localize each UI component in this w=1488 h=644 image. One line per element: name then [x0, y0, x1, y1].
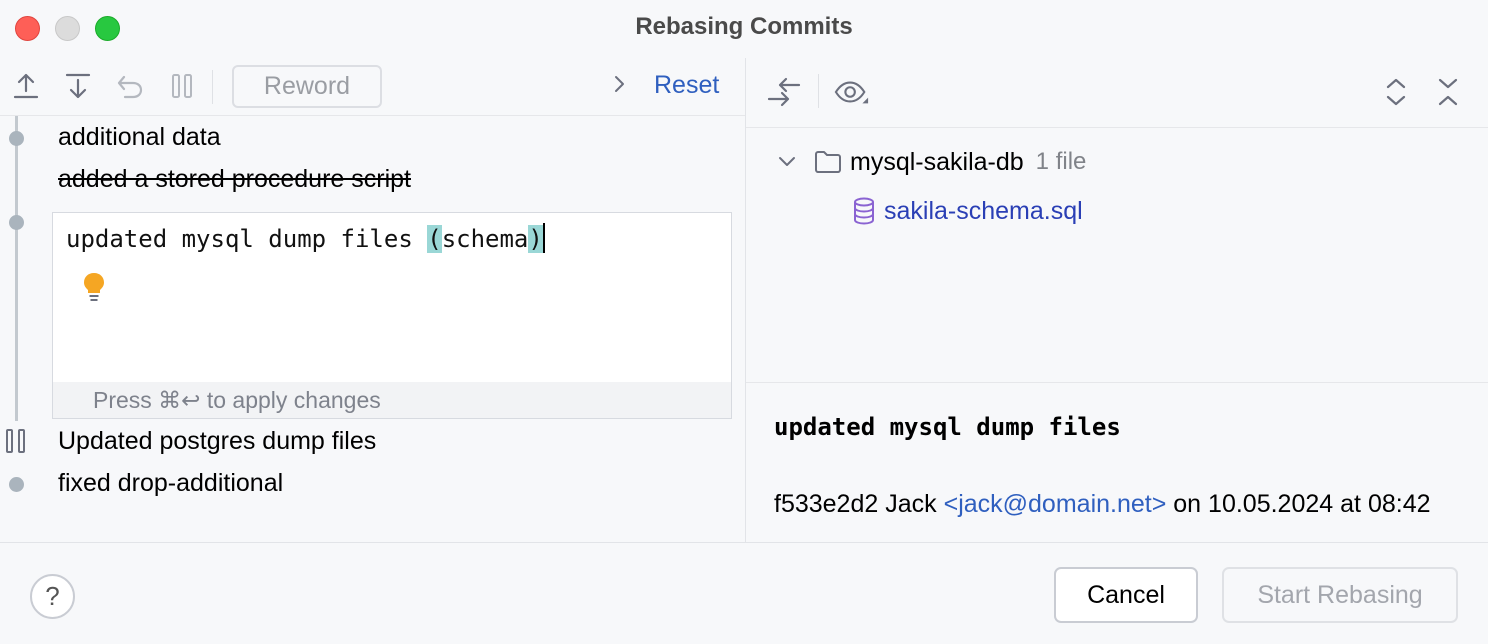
collapse-all-icon: [1438, 78, 1458, 106]
commit-node: [9, 215, 24, 230]
pause-icon: [172, 74, 192, 98]
text-caret: [542, 223, 545, 253]
commit-author: Jack: [885, 490, 937, 518]
commit-graph-line: [15, 116, 18, 421]
commit-list: additional data added a stored procedure…: [0, 116, 745, 542]
reset-link[interactable]: Reset: [654, 71, 720, 99]
compare-button[interactable]: [766, 74, 802, 110]
title-bar: Rebasing Commits: [0, 0, 1488, 58]
on-word: on: [1173, 490, 1202, 518]
commit-node: [9, 131, 24, 146]
maximize-window-button[interactable]: [95, 16, 120, 41]
start-rebasing-button[interactable]: Start Rebasing: [1222, 567, 1458, 623]
minimize-window-button[interactable]: [55, 16, 80, 41]
move-up-icon: [13, 73, 39, 99]
folder-name: mysql-sakila-db: [850, 147, 1024, 176]
expand-all-button[interactable]: [1378, 74, 1414, 110]
commit-row-dropped[interactable]: added a stored procedure script: [58, 165, 411, 193]
folder-icon: [815, 151, 841, 173]
message-text-inner: schema: [441, 225, 529, 253]
brace-highlight-open: (: [427, 225, 442, 253]
commit-row[interactable]: additional data: [58, 123, 221, 151]
cancel-button[interactable]: Cancel: [1054, 567, 1198, 623]
commit-node: [9, 477, 24, 492]
toolbar-separator: [818, 74, 819, 108]
commit-date: 10.05.2024: [1208, 490, 1334, 518]
commit-toolbar: Reword Reset: [0, 58, 745, 116]
commit-meta: f533e2d2 Jack <jack@domain.net> on 10.05…: [774, 487, 1474, 521]
pause-button[interactable]: [164, 68, 200, 104]
move-up-button[interactable]: [8, 68, 44, 104]
stop-marker-icon: [6, 429, 28, 453]
chevron-right-icon: [615, 76, 624, 92]
undo-icon: [117, 75, 143, 99]
chevron-down-icon: [779, 157, 795, 166]
window-title: Rebasing Commits: [635, 13, 853, 40]
commit-details-panel: updated mysql dump files f533e2d2 Jack <…: [746, 382, 1488, 542]
file-name: sakila-schema.sql: [884, 196, 1083, 225]
database-icon: [854, 197, 874, 225]
author-email-link[interactable]: <jack@domain.net>: [943, 490, 1167, 518]
dialog-footer: ? Cancel Start Rebasing: [0, 542, 1488, 644]
collapse-all-button[interactable]: [1430, 74, 1466, 110]
help-button[interactable]: ?: [30, 574, 75, 619]
commit-message-input[interactable]: updated mysql dump files (schema): [66, 223, 545, 253]
move-down-button[interactable]: [60, 68, 96, 104]
changes-toolbar: [746, 58, 1488, 128]
commit-time: 08:42: [1367, 490, 1431, 518]
commit-row[interactable]: fixed drop-additional: [58, 469, 284, 497]
brace-highlight-close: ): [528, 225, 543, 253]
toolbar-separator: [212, 70, 213, 104]
tree-folder-node[interactable]: mysql-sakila-db 1 file: [776, 146, 1086, 178]
view-options-button[interactable]: [834, 74, 870, 110]
undo-button[interactable]: [112, 68, 148, 104]
tree-file-node[interactable]: sakila-schema.sql: [852, 195, 1083, 227]
at-word: at: [1340, 490, 1361, 518]
intention-action-button[interactable]: [81, 271, 107, 308]
close-window-button[interactable]: [15, 16, 40, 41]
collapse-icon: [767, 77, 801, 107]
expand-all-icon: [1386, 78, 1406, 106]
commit-row[interactable]: Updated postgres dump files: [58, 427, 377, 455]
panel-divider[interactable]: [745, 58, 746, 543]
move-down-icon: [65, 73, 91, 99]
message-text: updated mysql dump files: [66, 225, 428, 253]
reword-editor[interactable]: updated mysql dump files (schema) Press …: [52, 212, 732, 419]
commit-hash[interactable]: f533e2d2: [774, 490, 879, 518]
eye-icon: [834, 81, 869, 104]
commit-subject: updated mysql dump files: [774, 413, 1121, 441]
lightbulb-icon: [84, 273, 104, 301]
more-actions-button[interactable]: [612, 72, 628, 103]
file-count: 1 file: [1035, 148, 1087, 175]
reword-button[interactable]: Reword: [232, 65, 382, 108]
apply-changes-hint: Press ⌘↩ to apply changes: [53, 382, 731, 418]
